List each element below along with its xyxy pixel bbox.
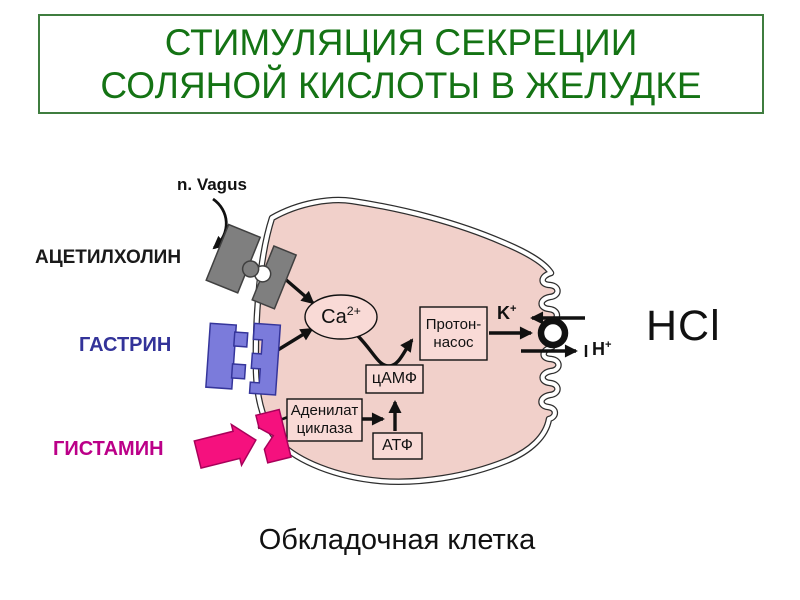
node-boxes [286,294,488,460]
camp-label: цАМФ [371,370,418,387]
gastrin-label: ГАСТРИН [79,334,172,356]
vagus-nerve-label: n. Vagus [177,175,247,194]
camp-box [365,364,424,394]
proton-label: H+ [592,339,612,359]
adenylate-cyclase-label: Аденилат циклаза [290,402,359,437]
adenylate-cyclase-box [286,398,363,442]
title-line-2: СОЛЯНОЙ КИСЛОТЫ В ЖЕЛУДКЕ [100,65,702,106]
ion-arrows [521,311,588,358]
atp-label: АТФ [382,437,413,454]
cell-caption: Обкладочная клетка [258,524,536,556]
calcium-label: Ca2+ [321,304,361,329]
acetylcholine-label: АЦЕТИЛХОЛИН [35,247,182,268]
proton-pump-label: Протон- насос [425,315,482,351]
potassium-label: K+ [497,303,517,323]
histamine-label: ГИСТАМИН [53,438,164,460]
gastrin-receptor [205,322,282,396]
title-line-1: СТИМУЛЯЦИЯ СЕКРЕЦИИ [164,22,638,63]
cell-membrane-gap [253,198,561,484]
title-box: СТИМУЛЯЦИЯ СЕКРЕЦИИ СОЛЯНОЙ КИСЛОТЫ В ЖЕ… [38,14,764,114]
histamine-receptor [193,408,292,470]
atp-box [372,432,423,460]
proton-pump-box [419,306,488,361]
calcium-charge: 2+ [346,304,361,319]
calcium-symbol: Ca [321,305,347,328]
hcl-product-label: HCl [646,302,721,350]
arrow-vagus-to-receptor [212,197,228,250]
calcium-ellipse [304,294,378,340]
acetylcholine-receptor [205,223,298,310]
proton-pump-channel-ring [537,317,569,349]
